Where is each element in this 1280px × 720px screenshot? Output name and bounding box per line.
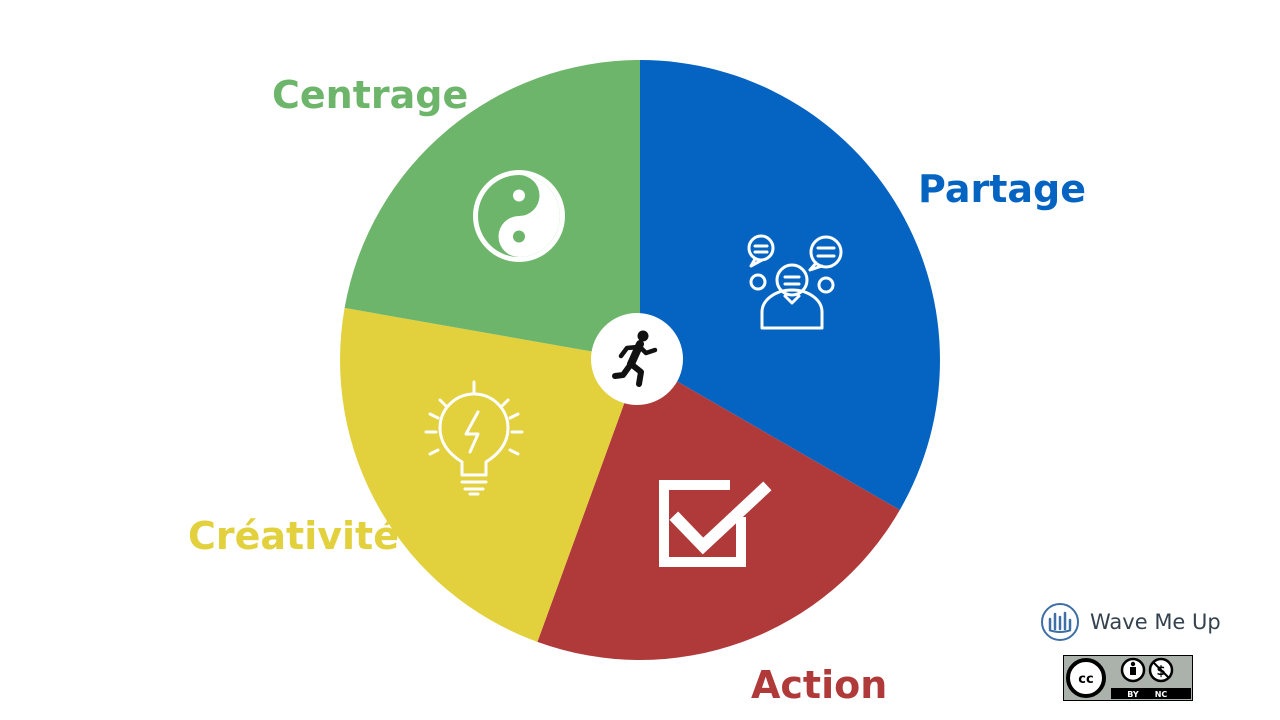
wave-logo-icon [1041, 603, 1079, 641]
brand-name: Wave Me Up [1090, 610, 1221, 634]
segment-action [537, 360, 900, 660]
checkbox-checked-icon [659, 480, 772, 567]
label-creativite: Créativité [188, 514, 399, 558]
label-action: Action [751, 663, 888, 707]
svg-text:$: $ [1156, 664, 1165, 679]
svg-text:cc: cc [1078, 672, 1093, 687]
running-person-icon [612, 330, 658, 387]
license-by-text: BY [1127, 690, 1139, 699]
brand-logo: Wave Me Up [1040, 600, 1221, 644]
attribution-icon [1120, 657, 1146, 683]
lightbulb-icon [424, 380, 524, 496]
cc-by-nc-badge: cc $ BY NC [1063, 655, 1193, 701]
license-nc-text: NC [1155, 690, 1168, 699]
discussion-bubbles-icon [747, 234, 843, 330]
yin-yang-icon [473, 170, 565, 262]
non-commercial-icon: $ [1148, 657, 1174, 683]
label-partage: Partage [918, 167, 1086, 211]
label-centrage: Centrage [272, 73, 469, 117]
segment-creativite [340, 307, 640, 642]
